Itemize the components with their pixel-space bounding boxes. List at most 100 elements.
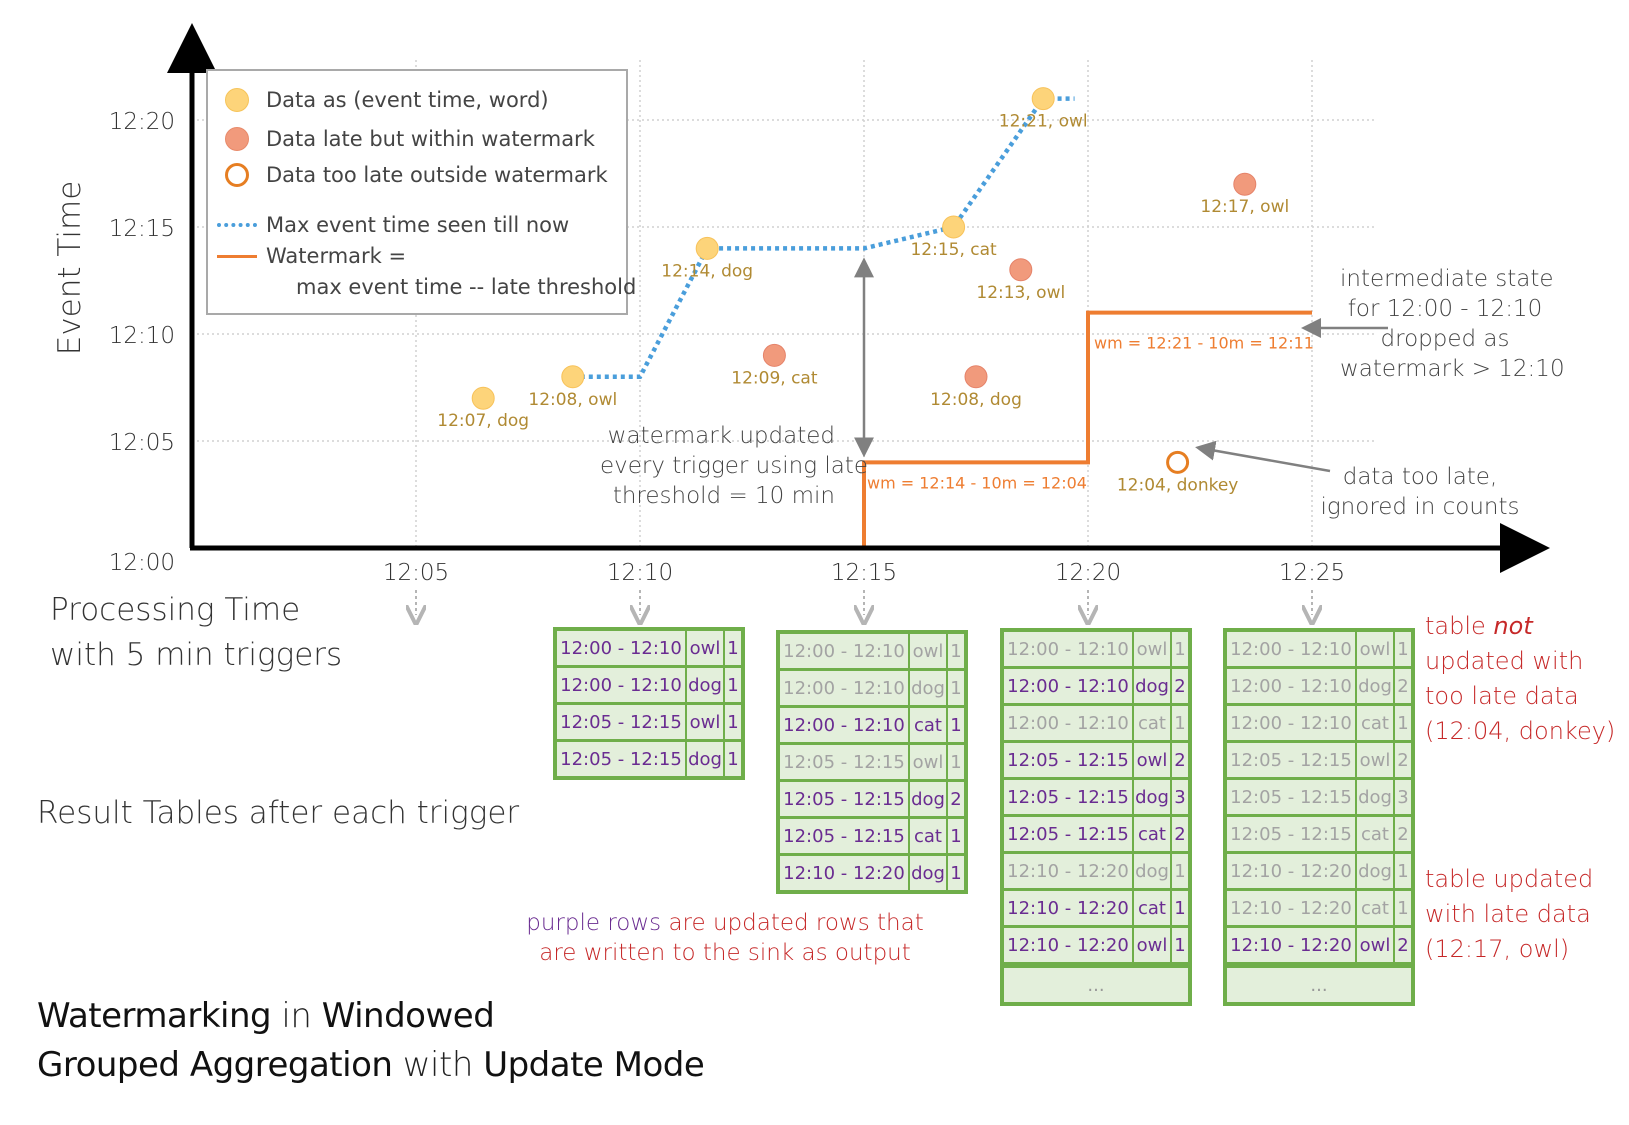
x-axis-label-line2: with 5 min triggers [50,637,343,673]
table-cell-count: 1 [727,711,739,733]
table-cell-window: 12:10 - 12:20 [1227,928,1357,962]
table-cell-word: owl [1357,743,1395,777]
too-late-arrow [1195,440,1331,473]
table-cell-word: owl [1134,632,1172,666]
table-cell-word: cat [1357,817,1395,851]
table-cell-word: dog [1134,854,1172,888]
x-tick-label: 12:20 [1055,560,1121,586]
max-event-time-line [572,96,1075,380]
table-cell-window: 12:05 - 12:15 [557,705,687,739]
table-ellipsis: ... [1310,974,1328,996]
data-point [762,343,786,367]
table-cell-window: 12:00 - 12:10 [1227,632,1357,666]
table-cell-word: dog [1134,669,1172,703]
table-cell-window: 12:10 - 12:20 [1227,854,1357,888]
table-cell-count: 1 [950,862,962,884]
table-cell-count: 1 [950,677,962,699]
table-cell-word: dog [910,856,948,890]
axes-layer [167,23,1550,573]
data-point-label: 12:09, cat [731,368,818,388]
data-point-label: 12:14, dog [661,261,753,281]
purple-rows-note: purple rows are updated rows that are wr… [526,910,924,966]
legend-item-watermark-formula: max event time -- late threshold [296,272,636,302]
table-cell-window: 12:00 - 12:10 [1004,706,1134,740]
table-cell-word: dog [1357,669,1395,703]
dotted-blue-line-icon [217,223,257,227]
trigger-arrows [416,590,1312,615]
data-point [695,236,719,260]
x-tick-label: 12:25 [1279,560,1345,586]
table-cell-window: 12:05 - 12:15 [557,742,687,776]
table-cell-count: 2 [1174,823,1186,845]
table-cell-window: 12:00 - 12:10 [557,668,687,702]
table-cell-word: dog [910,782,948,816]
data-point-label: 12:08, owl [528,390,617,410]
table-cell-count: 1 [1174,897,1186,919]
data-point-label: 12:21, owl [999,112,1088,132]
table-cell-count: 1 [1397,638,1409,660]
table-cell-word: dog [1357,854,1395,888]
wm-updated-note: watermark updated every trigger using la… [600,423,868,509]
table-cell-window: 12:00 - 12:10 [1004,669,1134,703]
table-cell-count: 1 [1174,934,1186,956]
table-cell-word: cat [1357,706,1395,740]
table-cell-count: 3 [1397,786,1409,808]
table-cell-count: 3 [1174,786,1186,808]
table-cell-window: 12:05 - 12:15 [1004,743,1134,777]
legend-item-too-late: Data too late outside watermark [208,160,608,190]
data-point [964,365,988,389]
table-cell-word: owl [1134,928,1172,962]
legend-label: Max event time seen till now [266,213,570,237]
table-ellipsis: ... [1087,974,1105,996]
table-cell-window: 12:10 - 12:20 [1004,928,1134,962]
table-cell-window: 12:05 - 12:15 [780,819,910,853]
table-cell-word: dog [687,742,725,776]
annotation-arrows [854,257,1388,473]
points-layer [471,87,1257,474]
table-cell-word: owl [1134,743,1172,777]
x-axis-label-line1: Processing Time [50,592,301,628]
y-tick-label: 12:00 [109,550,175,576]
table-cell-count: 2 [1397,934,1409,956]
table-cell-window: 12:10 - 12:20 [1227,891,1357,925]
data-point [471,386,495,410]
table-cell-window: 12:00 - 12:10 [1004,632,1134,666]
table-cell-window: 12:00 - 12:10 [557,631,687,665]
data-point [1233,172,1257,196]
yellow-dot-icon [225,88,249,112]
too-late-note: data too late, ignored in counts [1320,464,1520,520]
legend-item-late: Data late but within watermark [208,124,595,154]
table-cell-word: dog [687,668,725,702]
table-cell-count: 1 [1174,638,1186,660]
table-cell-window: 12:05 - 12:15 [1004,780,1134,814]
table-cell-window: 12:05 - 12:15 [1227,817,1357,851]
not-updated-note: table not updated with too late data (12… [1425,612,1616,745]
table-cell-window: 12:05 - 12:15 [780,782,910,816]
table-cell-window: 12:05 - 12:15 [1227,743,1357,777]
y-tick-label: 12:20 [109,109,175,135]
legend-label: Watermark = [266,244,407,268]
table-cell-word: owl [1357,632,1395,666]
table-cell-window: 12:00 - 12:10 [1227,669,1357,703]
legend-item-max-line: Max event time seen till now [208,210,569,240]
table-cell-count: 1 [950,825,962,847]
updated-late-note: table updated with late data (12:17, owl… [1425,865,1594,963]
y-tick-label: 12:05 [109,430,175,456]
